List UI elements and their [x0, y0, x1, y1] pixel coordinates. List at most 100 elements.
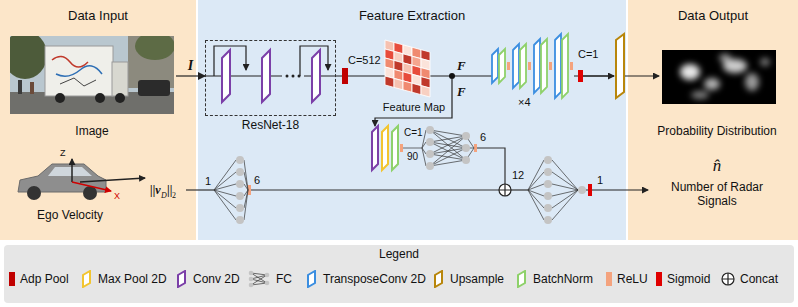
- fc-icon-neuron: [249, 283, 254, 288]
- branch-dot: [449, 73, 455, 79]
- legend-item: Upsample: [432, 270, 504, 288]
- fc-icon-neuron: [265, 273, 270, 278]
- channel-label: C=1: [578, 48, 599, 61]
- branch-layers: [372, 126, 398, 170]
- legend-item: Conv 2D: [175, 270, 240, 288]
- fc-icon-neuron: [249, 277, 254, 282]
- legend-text: FC: [276, 272, 292, 286]
- wire: [583, 75, 614, 76]
- dimension-label: 1: [597, 174, 603, 187]
- legend-item: Max Pool 2D: [80, 270, 167, 288]
- legend-text: Max Pool 2D: [98, 272, 167, 286]
- output-symbol: n̂: [713, 156, 722, 176]
- legend-item: ReLU: [605, 270, 648, 288]
- feature-symbol: F: [457, 58, 466, 74]
- feature-map-grid: [385, 40, 430, 97]
- feature-panel: Feature ExtractionResNet-18 Feature Map: [198, 0, 626, 240]
- velocity-norm: ||: [167, 183, 172, 197]
- ego-car: [18, 159, 145, 200]
- legend-swatch: [175, 270, 189, 288]
- fc-neurons: [426, 126, 470, 170]
- legend-item: FC: [246, 270, 292, 288]
- legend-text: BatchNorm: [533, 272, 593, 286]
- resnet-block: ResNet-18: [205, 40, 336, 136]
- legend-swatch-shape: [656, 272, 662, 286]
- adp-pool: [342, 68, 348, 84]
- legend-swatch: [80, 270, 94, 288]
- conv-layers: [222, 50, 320, 102]
- channel-label: C=512: [348, 54, 381, 67]
- connector: [176, 75, 205, 76]
- legend-swatch-shape: [83, 271, 90, 287]
- dimension-label: 12: [512, 169, 524, 182]
- legend-text: Upsample: [450, 272, 504, 286]
- node-caption: Probability Distribution: [657, 124, 776, 138]
- dimension-label: 6: [480, 131, 486, 144]
- node-caption: Feature Map: [383, 101, 445, 114]
- fc-icon-lines: [251, 273, 267, 285]
- output-ground: [628, 0, 798, 240]
- panel-title: Feature Extraction: [359, 8, 465, 24]
- velocity-norm: ||v: [150, 183, 161, 197]
- fc-icon-neuron: [265, 281, 270, 286]
- output-text: Number of Radar Signals: [661, 180, 773, 209]
- dimension-label: 90: [407, 151, 418, 163]
- legend-item: Adp Pool: [8, 270, 69, 288]
- legend-item: BatchNorm: [515, 270, 593, 288]
- concat-symbol: [499, 184, 511, 196]
- ego-fc: [186, 160, 588, 220]
- fc-branch: [403, 130, 505, 184]
- panel-title: Data Input: [68, 8, 128, 24]
- legend-swatch: [305, 270, 319, 288]
- legend-swatch: [655, 270, 663, 288]
- decoder-stack: [492, 34, 568, 98]
- legend-swatch-shape: [9, 272, 15, 286]
- velocity-subscript: D: [161, 191, 167, 201]
- feature-map-node: Feature Map: [378, 40, 450, 114]
- resnet-outline: [205, 40, 336, 116]
- probability-heatmap: [662, 50, 776, 104]
- legend-item: Concat: [720, 270, 778, 288]
- concat-icon: [720, 270, 736, 288]
- ego-velocity-node: Ego Velocity: [10, 150, 130, 222]
- axis-label: X: [114, 191, 120, 202]
- sigmoid: [588, 184, 592, 196]
- axis-label: Z: [60, 148, 66, 159]
- legend-text: Conv 2D: [193, 272, 240, 286]
- legend-swatch: [605, 270, 613, 288]
- legend-swatch: [515, 270, 529, 288]
- concat-icon-ring: [722, 273, 734, 285]
- concat-icon-cross: [722, 273, 734, 285]
- edge-label: I: [188, 58, 193, 75]
- node-caption: Ego Velocity: [37, 208, 103, 222]
- legend-swatch-shape: [308, 271, 315, 287]
- output-wire: [592, 189, 648, 190]
- legend-swatch: [8, 270, 16, 288]
- legend-swatch-shape: [606, 272, 612, 286]
- panel-title: Data Output: [678, 8, 748, 24]
- input-ground: [0, 0, 196, 240]
- repeat-label: ×4: [518, 96, 531, 109]
- legend-swatch: [432, 270, 446, 288]
- dimension-label: 6: [254, 174, 260, 187]
- upsample: [616, 34, 624, 98]
- dimension-label: 1: [205, 175, 211, 188]
- feature-ground: [198, 0, 626, 240]
- image-node: Image: [8, 34, 176, 138]
- legend-text: Concat: [740, 272, 778, 286]
- fc-icon-neuron: [249, 271, 254, 276]
- channel-label: C=1: [404, 127, 423, 139]
- legend-item: Sigmoid: [655, 270, 710, 288]
- legend-text: Adp Pool: [20, 272, 69, 286]
- street-photo: [10, 36, 174, 114]
- legend-title: Legend: [379, 247, 419, 261]
- input-panel: Data InputImageEgo Velocity: [0, 0, 196, 240]
- legend-item: TransposeConv 2D: [305, 270, 426, 288]
- block-label: ResNet-18: [242, 118, 299, 132]
- legend-swatch-shape: [178, 271, 185, 287]
- feature-symbol: F: [457, 84, 466, 100]
- legend-swatch-shape: [435, 271, 442, 287]
